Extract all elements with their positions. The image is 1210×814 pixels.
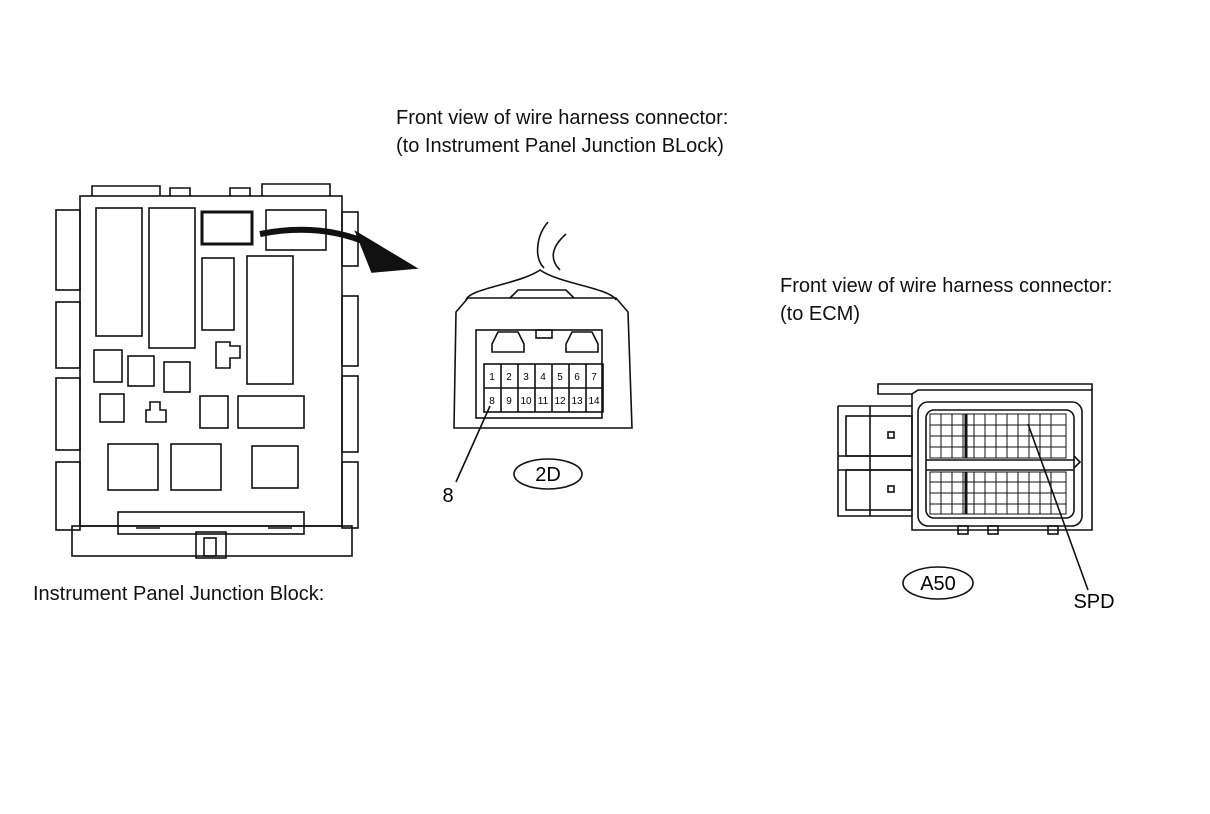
spd-terminal-callout: SPD — [1073, 591, 1114, 613]
pin-label: 3 — [523, 372, 529, 383]
connector-2d-code: 2D — [535, 464, 561, 486]
connector-2d-pins: 1 2 3 4 5 6 7 8 9 10 11 12 13 14 — [489, 372, 600, 407]
ecm-connector-caption-line1: Front view of wire harness connector: — [780, 275, 1113, 297]
junction-block-drawing — [55, 183, 359, 559]
pin-8-callout: 8 — [442, 485, 453, 507]
pin-label: 5 — [557, 372, 563, 383]
jb-connector-caption-line1: Front view of wire harness connector: — [396, 107, 729, 129]
pin-label: 13 — [571, 396, 583, 407]
pin-label: 2 — [506, 372, 512, 383]
ecm-connector-caption-line2: (to ECM) — [780, 303, 860, 325]
pin-label: 6 — [574, 372, 580, 383]
pin-label: 10 — [520, 396, 532, 407]
location-arrow — [259, 226, 419, 273]
jb-connector-caption-line2: (to Instrument Panel Junction BLock) — [396, 135, 724, 157]
pin-label: 14 — [588, 396, 600, 407]
pin-label: 11 — [538, 396, 549, 407]
pin-label: 8 — [489, 396, 495, 407]
connector-a50-code: A50 — [920, 573, 956, 595]
connector-a50-drawing — [837, 383, 1093, 600]
pin-label: 1 — [489, 372, 495, 383]
pin-label: 12 — [554, 396, 566, 407]
pin-label: 9 — [506, 396, 512, 407]
junction-block-caption: Instrument Panel Junction Block: — [33, 583, 325, 605]
pin-label: 7 — [591, 372, 597, 383]
pin-label: 4 — [540, 372, 546, 383]
connector-2d-drawing — [453, 221, 633, 490]
